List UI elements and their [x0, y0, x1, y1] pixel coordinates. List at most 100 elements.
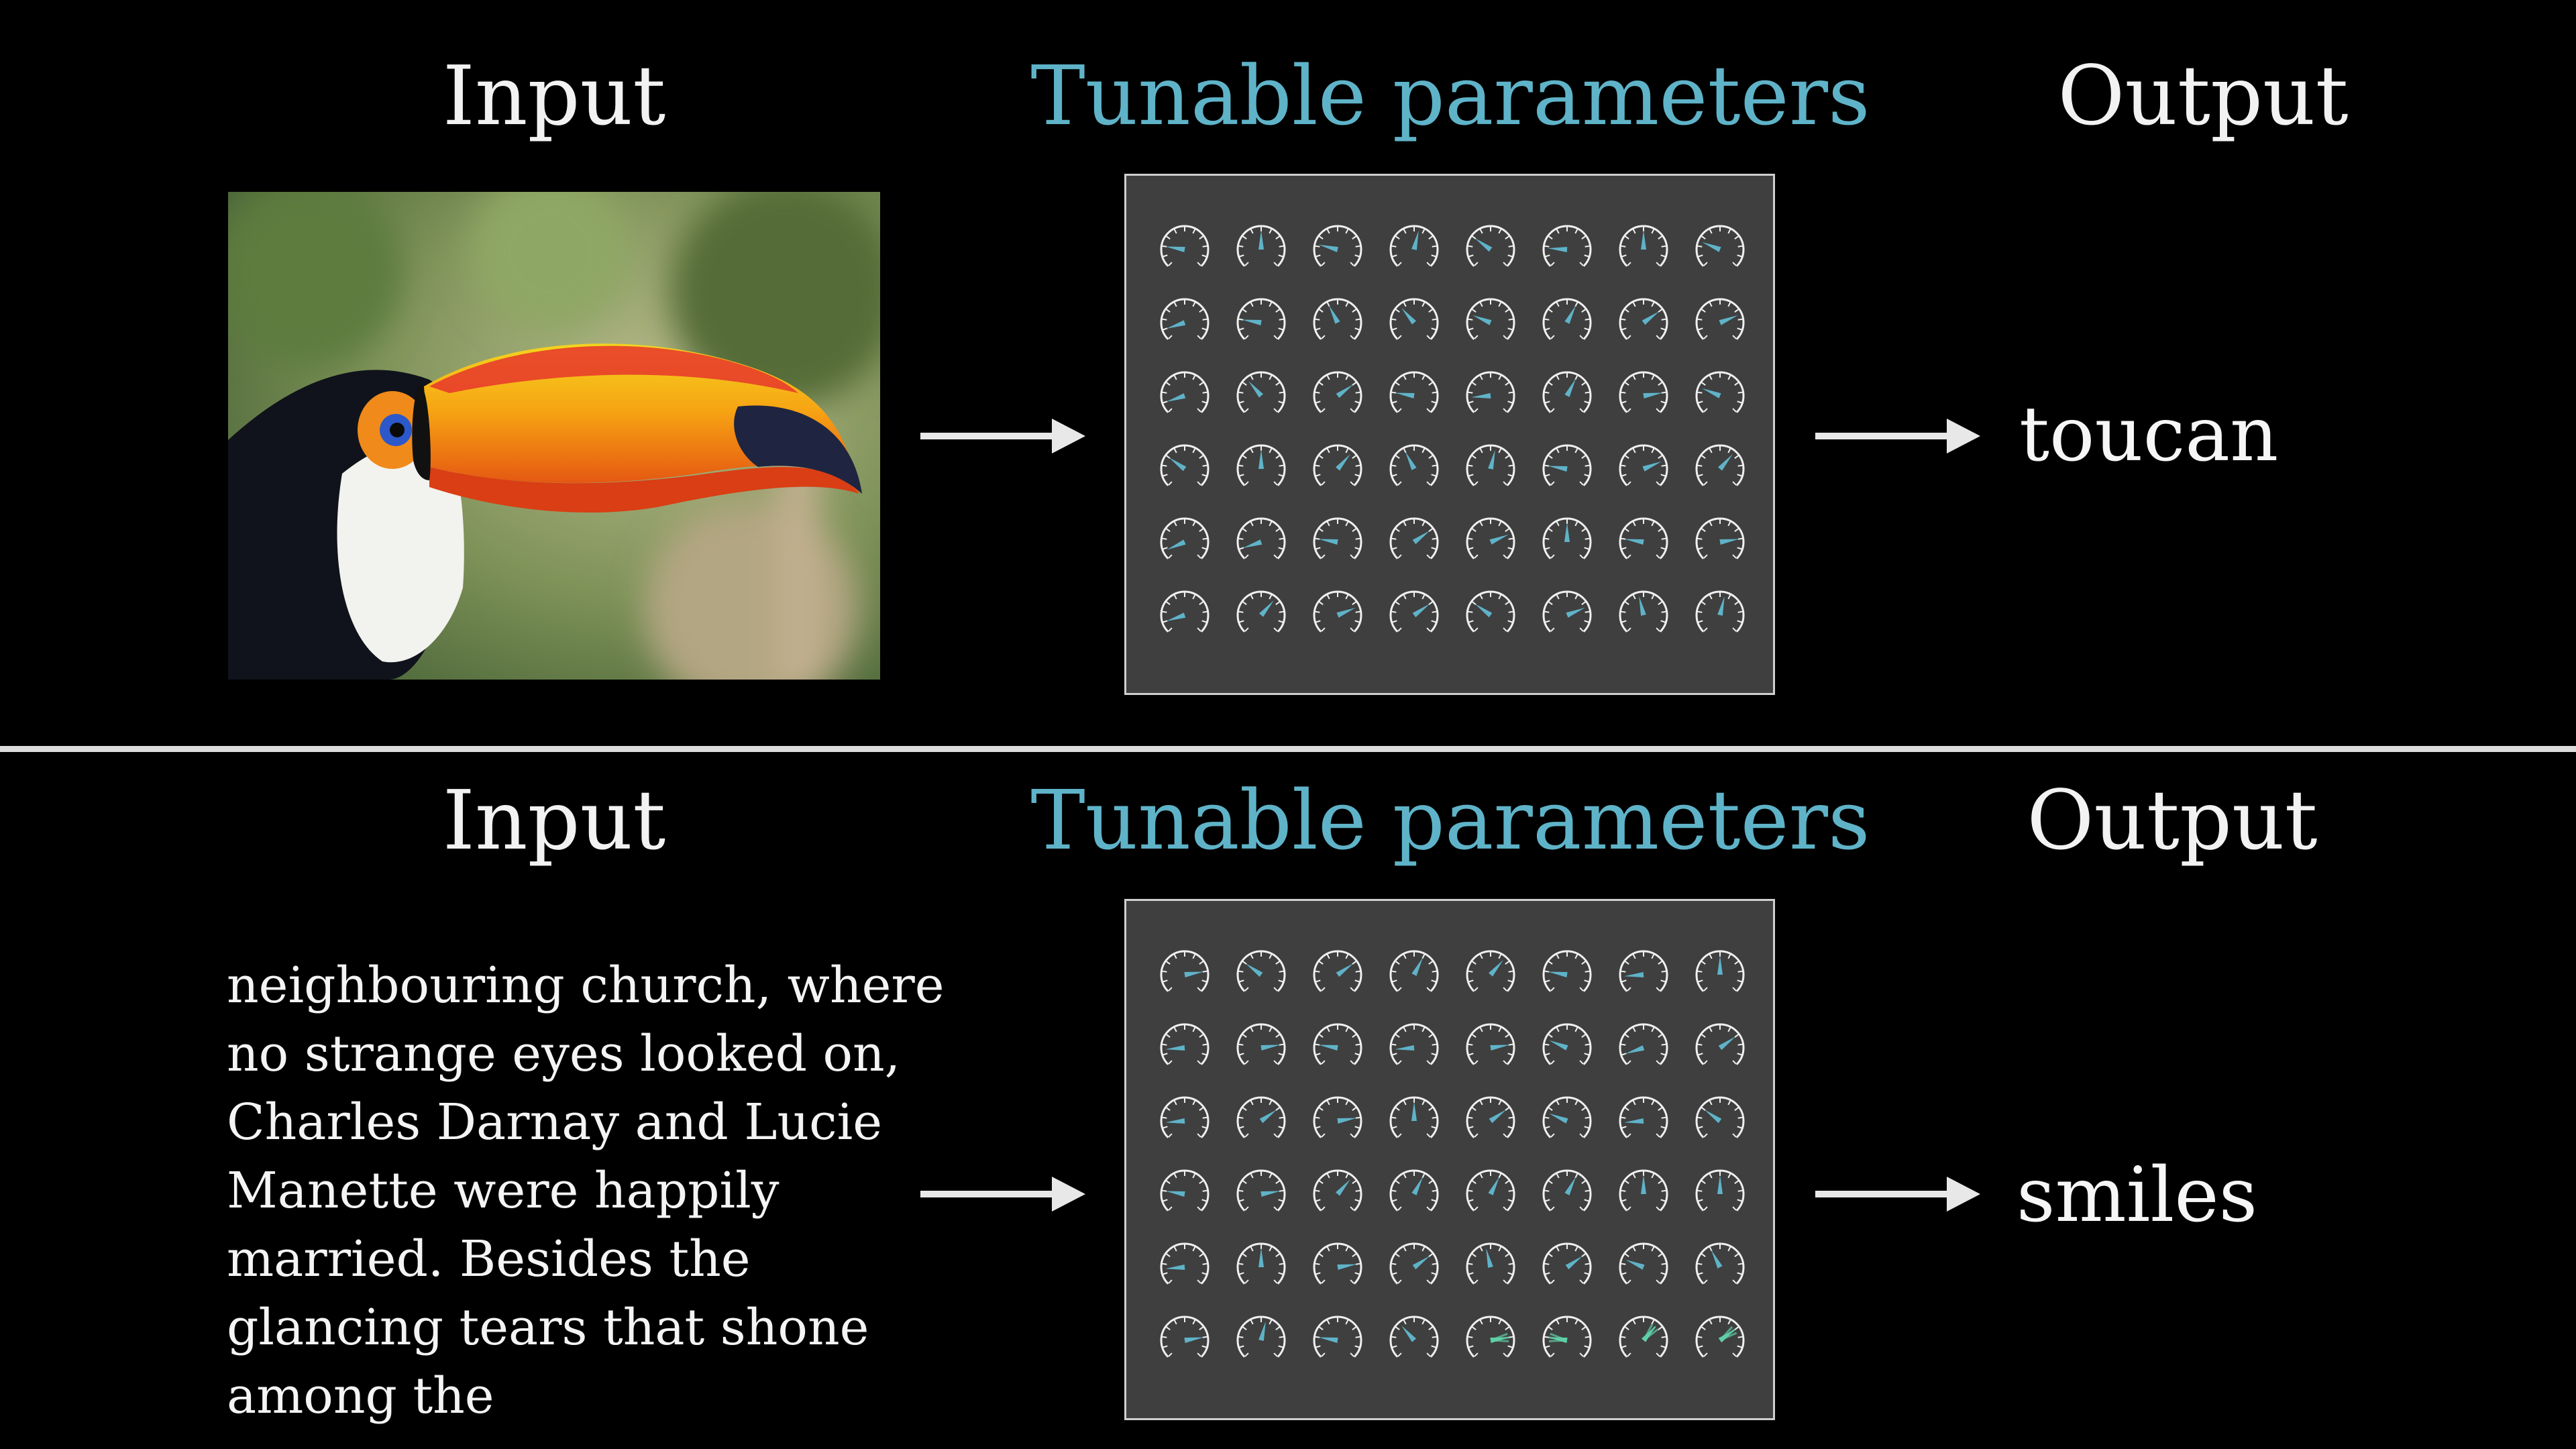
- passage-line: glancing tears that shone: [227, 1299, 869, 1356]
- bottom-params-heading: Tunable parameters: [1030, 773, 1870, 868]
- bottom-input-heading: Input: [442, 773, 666, 868]
- parameter-dial: [1160, 590, 1210, 633]
- parameter-dial: [1542, 1169, 1592, 1212]
- parameter-dial: [1236, 1023, 1286, 1065]
- parameter-dial: [1695, 1023, 1745, 1065]
- parameter-dial: [1389, 1169, 1439, 1212]
- parameter-dial: [1695, 1316, 1745, 1358]
- parameter-dial: [1389, 950, 1439, 992]
- parameter-dial: [1313, 298, 1362, 340]
- parameter-dial: [1466, 371, 1515, 413]
- parameter-dial: [1236, 1316, 1286, 1358]
- parameter-dial: [1619, 225, 1668, 267]
- section-divider: [0, 746, 2576, 752]
- parameter-dial: [1389, 1316, 1439, 1358]
- bottom-input-arrow: [920, 1177, 1085, 1212]
- parameter-dial: [1236, 1242, 1286, 1285]
- parameter-dial: [1466, 1242, 1515, 1285]
- top-input-heading: Input: [442, 48, 666, 144]
- parameter-dial: [1695, 517, 1745, 559]
- parameter-dial: [1542, 517, 1592, 559]
- parameter-dial: [1236, 225, 1286, 267]
- parameter-dial: [1236, 1096, 1286, 1138]
- parameter-dial: [1389, 371, 1439, 413]
- parameter-dial: [1695, 590, 1745, 633]
- parameter-dial: [1236, 298, 1286, 340]
- parameter-dial: [1466, 517, 1515, 559]
- parameter-dial: [1695, 298, 1745, 340]
- parameter-dial: [1466, 1169, 1515, 1212]
- parameter-dial: [1619, 371, 1668, 413]
- parameter-dial: [1619, 950, 1668, 992]
- parameter-dial: [1695, 1242, 1745, 1285]
- parameter-dial: [1619, 1242, 1668, 1285]
- parameter-dial: [1695, 1169, 1745, 1212]
- parameter-dial: [1160, 1023, 1210, 1065]
- parameter-dial: [1313, 1023, 1362, 1065]
- parameter-dial: [1389, 517, 1439, 559]
- bottom-dial-grid: [1160, 950, 1745, 1358]
- parameter-dial: [1695, 1096, 1745, 1138]
- parameter-dial: [1619, 517, 1668, 559]
- parameter-dial: [1389, 298, 1439, 340]
- parameter-dial: [1236, 444, 1286, 486]
- parameter-dial: [1619, 1169, 1668, 1212]
- parameter-dial: [1160, 1316, 1210, 1358]
- parameter-dial: [1466, 1316, 1515, 1358]
- parameter-dial: [1389, 444, 1439, 486]
- parameter-dial: [1160, 371, 1210, 413]
- parameter-dial: [1542, 298, 1592, 340]
- parameter-dial: [1389, 1023, 1439, 1065]
- parameter-dial: [1466, 590, 1515, 633]
- passage-line: among the: [227, 1367, 494, 1425]
- parameter-dial: [1160, 1169, 1210, 1212]
- parameter-dial: [1542, 590, 1592, 633]
- passage-line: Manette were happily: [227, 1162, 780, 1220]
- parameter-dial: [1466, 444, 1515, 486]
- parameter-dial: [1695, 444, 1745, 486]
- parameter-dial: [1542, 225, 1592, 267]
- parameter-dial: [1236, 590, 1286, 633]
- parameter-dial: [1160, 1242, 1210, 1285]
- parameter-dial: [1619, 1023, 1668, 1065]
- parameter-dial: [1160, 444, 1210, 486]
- parameter-dial: [1542, 1023, 1592, 1065]
- parameter-dial: [1542, 444, 1592, 486]
- parameter-dial: [1542, 1316, 1592, 1358]
- parameter-dial: [1695, 225, 1745, 267]
- parameter-dial: [1160, 517, 1210, 559]
- parameter-dial: [1466, 298, 1515, 340]
- passage-line: Charles Darnay and Lucie: [227, 1093, 883, 1151]
- parameter-dial: [1542, 950, 1592, 992]
- parameter-dial: [1619, 298, 1668, 340]
- parameter-dial: [1313, 1316, 1362, 1358]
- parameter-dial: [1542, 1242, 1592, 1285]
- parameter-dial: [1160, 225, 1210, 267]
- bottom-parameter-panel: [1124, 899, 1775, 1420]
- parameter-dial: [1542, 1096, 1592, 1138]
- parameter-dial: [1160, 950, 1210, 992]
- parameter-dial: [1236, 517, 1286, 559]
- parameter-dial: [1313, 1169, 1362, 1212]
- top-dial-grid: [1160, 225, 1745, 633]
- passage-line: neighbouring church, where: [227, 957, 945, 1014]
- parameter-dial: [1313, 590, 1362, 633]
- parameter-dial: [1619, 444, 1668, 486]
- parameter-dial: [1466, 1096, 1515, 1138]
- parameter-dial: [1313, 1242, 1362, 1285]
- parameter-dial: [1466, 950, 1515, 992]
- parameter-dial: [1619, 590, 1668, 633]
- top-output-heading: Output: [2057, 48, 2349, 144]
- top-output-value: toucan: [2019, 391, 2279, 478]
- parameter-dial: [1313, 371, 1362, 413]
- top-parameter-panel: [1124, 174, 1775, 695]
- parameter-dial: [1160, 298, 1210, 340]
- bottom-output-value: smiles: [2017, 1152, 2258, 1239]
- parameter-dial: [1313, 444, 1362, 486]
- bottom-output-arrow: [1815, 1177, 1980, 1212]
- parameter-dial: [1619, 1096, 1668, 1138]
- passage-line: married. Besides the: [227, 1230, 751, 1288]
- parameter-dial: [1695, 950, 1745, 992]
- parameter-dial: [1160, 1096, 1210, 1138]
- parameter-dial: [1466, 225, 1515, 267]
